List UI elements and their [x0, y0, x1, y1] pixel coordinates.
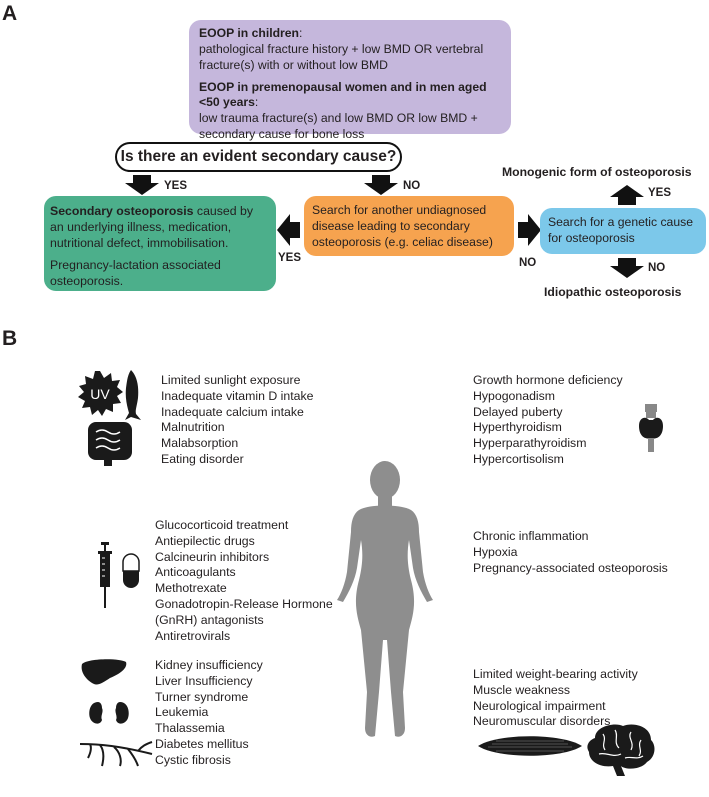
inflammation-factor-item: Chronic inflammation — [473, 529, 589, 543]
yes-label-monogenic: YES — [648, 187, 672, 199]
nutrition-factor-item: Inadequate calcium intake — [161, 404, 304, 419]
secondary-osteoporosis-box: Secondary osteoporosis caused by an unde… — [44, 196, 276, 291]
search-genetic-text: Search for a genetic cause for osteoporo… — [548, 215, 693, 245]
fish-icon — [125, 370, 141, 420]
syringe-icon — [98, 542, 112, 608]
search-secondary-text: Search for another undiagnosed disease l… — [312, 203, 493, 249]
blood-vessels-icon — [80, 741, 153, 767]
eoop-children-title: EOOP in children — [199, 26, 300, 40]
uv-text: UV — [90, 386, 110, 402]
disease-factor-item: Diabetes mellitus — [155, 736, 249, 751]
secondary-osteoporosis-text: Secondary osteoporosis caused by an unde… — [50, 204, 270, 252]
drug-factor-item: Glucocorticoid treatment — [155, 518, 289, 532]
nutrition-factor-item: Malnutrition — [161, 420, 225, 435]
disease-factor-item: Leukemia — [155, 705, 209, 720]
kidneys-icon — [89, 702, 129, 724]
drug-factor-item: (GnRH) antagonists — [155, 612, 264, 627]
search-genetic-box: Search for a genetic cause for osteoporo… — [540, 208, 706, 254]
no-label-idiopathic: NO — [648, 262, 666, 274]
secondary-osteoporosis-causes: caused by an underlying illness, medicat… — [50, 204, 253, 250]
no-label-right: NO — [519, 257, 537, 269]
nutrition-factor-item: Eating disorder — [161, 451, 244, 466]
uv-sun-icon: UV — [78, 371, 123, 416]
nutrition-factors-list: Limited sunlight exposure Inadequate vit… — [161, 373, 313, 468]
no-label-search: NO — [403, 180, 421, 192]
endocrine-factor-item: Delayed puberty — [473, 404, 563, 419]
disease-factor-item: Turner syndrome — [155, 689, 249, 704]
arrow-down-idiopathic-icon — [610, 258, 644, 278]
disease-factor-item: Thalassemia — [155, 721, 225, 736]
nutrition-factor-item: Limited sunlight exposure — [161, 373, 301, 387]
flow-arrows — [125, 175, 644, 278]
eoop-children-criteria: EOOP in children: pathological fracture … — [199, 26, 501, 74]
pregnancy-lactation-text: Pregnancy-lactation associated osteoporo… — [50, 257, 221, 288]
endocrine-factor-item: Hyperparathyroidism — [473, 436, 587, 451]
endocrine-factors-list: Growth hormone deficiency Hypogonadism D… — [473, 373, 623, 468]
eoop-children-colon: : — [299, 26, 303, 40]
arrow-left-yes-icon — [277, 214, 300, 246]
mobility-factor-item: Limited weight-bearing activity — [473, 667, 638, 681]
eoop-children-text: pathological fracture history + low BMD … — [199, 41, 484, 72]
drug-factor-item: Methotrexate — [155, 581, 227, 596]
eoop-adults-text: low trauma fracture(s) and low BMD OR lo… — [199, 111, 478, 142]
endocrine-factor-item: Growth hormone deficiency — [473, 373, 623, 387]
question-text: Is there an evident secondary cause? — [120, 148, 397, 165]
yes-label-secondary: YES — [164, 180, 188, 192]
search-secondary-box: Search for another undiagnosed disease l… — [304, 196, 514, 256]
pill-capsule-icon — [122, 553, 140, 588]
drug-factor-item: Antiepilectic drugs — [155, 533, 255, 548]
inflammation-factor-item: Pregnancy-associated osteoporosis — [473, 560, 668, 575]
human-silhouette-icon — [337, 461, 433, 737]
drug-factor-item: Anticoagulants — [155, 565, 236, 580]
secondary-cause-question: Is there an evident secondary cause? — [115, 142, 402, 172]
eoop-adults-title: EOOP in premenopausal women and in men a… — [199, 79, 487, 110]
mobility-factor-item: Muscle weakness — [473, 682, 571, 697]
inflammation-factors-list: Chronic inflammation Hypoxia Pregnancy-a… — [473, 529, 668, 576]
arrow-up-yes-icon — [610, 185, 644, 205]
drug-factor-item: Gonadotropin-Release Hormone — [155, 596, 333, 611]
mobility-factor-item: Neurological impairment — [473, 698, 606, 713]
muscle-icon — [478, 736, 582, 756]
drug-factor-item: Antiretrovirals — [155, 628, 231, 643]
monogenic-outcome: Monogenic form of osteoporosis — [502, 165, 692, 179]
thyroid-icon — [639, 404, 663, 452]
disease-factor-item: Kidney insufficiency — [155, 658, 263, 672]
eoop-criteria-box: EOOP in children: pathological fracture … — [189, 20, 511, 141]
arrow-right-no-icon — [518, 214, 541, 246]
arrow-down-yes-icon — [125, 175, 159, 195]
yes-label-left: YES — [278, 252, 302, 264]
eoop-adults-criteria: EOOP in premenopausal women and in men a… — [199, 80, 501, 143]
disease-factors-list: Kidney insufficiency Liver Insufficiency… — [155, 658, 263, 769]
endocrine-factor-item: Hyperthyroidism — [473, 420, 562, 435]
nutrition-factor-item: Malabsorption — [161, 436, 239, 451]
idiopathic-outcome: Idiopathic osteoporosis — [544, 285, 682, 299]
brain-icon — [587, 724, 655, 776]
liver-icon — [81, 659, 127, 685]
panel-a-label: A — [2, 2, 18, 25]
drug-factor-item: Calcineurin inhibitors — [155, 549, 270, 564]
panel-b-label: B — [2, 327, 18, 350]
disease-factor-item: Cystic fibrosis — [155, 752, 231, 767]
inflammation-factor-item: Hypoxia — [473, 544, 518, 559]
endocrine-factor-item: Hypogonadism — [473, 388, 556, 403]
drug-factors-list: Glucocorticoid treatment Antiepilectic d… — [155, 518, 333, 644]
mobility-factor-item: Neuromuscular disorders — [473, 714, 611, 729]
endocrine-factor-item: Hypercortisolism — [473, 451, 564, 466]
mobility-factors-list: Limited weight-bearing activity Muscle w… — [473, 667, 638, 730]
eoop-adults-colon: : — [254, 95, 259, 110]
nutrition-factor-item: Inadequate vitamin D intake — [161, 388, 314, 403]
secondary-osteoporosis-title: Secondary osteoporosis — [50, 204, 194, 218]
disease-factor-item: Liver Insufficiency — [155, 673, 253, 688]
intestine-icon — [88, 422, 132, 466]
arrow-down-no-icon — [364, 175, 398, 195]
